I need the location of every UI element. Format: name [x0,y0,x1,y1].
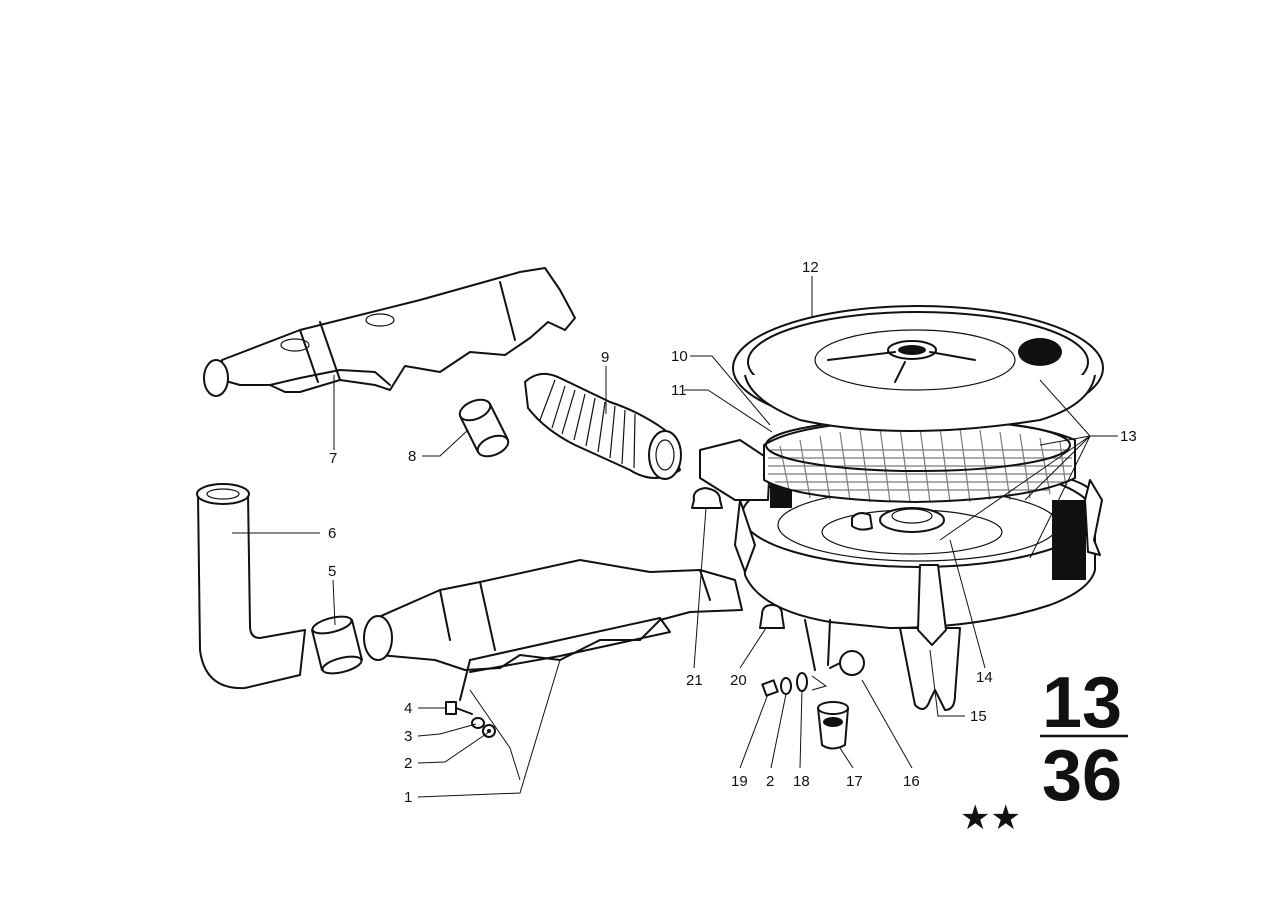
callout-12: 12 [802,259,819,276]
part-17-valve [817,701,849,750]
part-18-circlip [796,672,808,692]
callout-21: 21 [686,672,703,689]
section-page-number: 36 [1042,736,1122,816]
callout-6: 6 [328,525,336,542]
callout-7: 7 [329,450,337,467]
section-group-number: 13 [1042,663,1122,743]
part-6-elbow-tube [196,483,306,690]
callout-13: 13 [1120,428,1137,445]
part-21-grommet [691,487,723,509]
callout-labels: 1 2 3 4 5 6 7 8 9 10 11 12 13 14 15 16 1… [328,259,1137,806]
callout-10: 10 [671,348,688,365]
star-rating: ★★ [960,798,1021,838]
part-9-corrugated-hose [524,372,682,480]
callout-8: 8 [408,448,416,465]
callout-11: 11 [671,382,687,399]
callout-18: 18 [793,773,810,790]
callout-15: 15 [970,708,987,725]
callout-20: 20 [730,672,747,689]
callout-1: 1 [404,789,412,806]
assembly-guide-line [469,689,521,781]
section-code: 13 36 [1040,663,1128,816]
part-18-clip-shape [811,675,828,691]
part-12-cover [732,305,1104,432]
part-20-grommet [759,604,785,629]
callout-4: 4 [404,700,412,717]
part-4-bolt [445,701,473,715]
part-1-lower-intake-duct [363,559,743,701]
callout-19: 19 [731,773,748,790]
callout-2-lower: 2 [766,773,774,790]
part-7-upper-intake-duct [203,267,576,397]
callout-5: 5 [328,563,336,580]
callout-17: 17 [846,773,863,790]
part-2-washer-lower [780,677,792,695]
part-16-sensor [829,650,865,676]
callout-14: 14 [976,669,993,686]
callout-2: 2 [404,755,412,772]
leader-lines [232,276,1118,798]
part-3-washer [471,717,485,729]
callout-9: 9 [601,349,609,366]
part-5-coupling-sleeve [311,615,363,675]
callout-16: 16 [903,773,920,790]
callout-3: 3 [404,728,412,745]
part-19-nut [761,679,779,697]
part-8-sleeve [458,398,510,458]
